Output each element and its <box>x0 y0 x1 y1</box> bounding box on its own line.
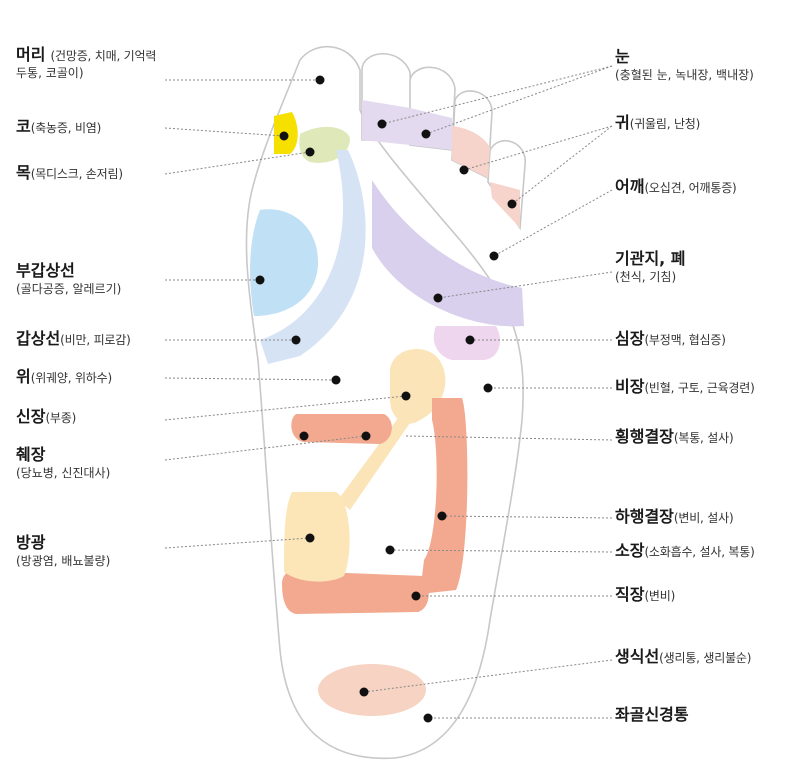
label-shoulder-sub: (오십견, 어깨통증) <box>644 181 737 195</box>
label-heart-sub: (부정맥, 협심증) <box>644 333 726 347</box>
label-ear: 귀(귀울림, 난청) <box>615 113 701 132</box>
label-rectum-main: 직장 <box>615 585 645 604</box>
label-rectum-sub: (변비) <box>644 589 676 603</box>
label-parathyroid-sub: (골다공증, 알레르기) <box>16 282 122 297</box>
label-shoulder-main: 어깨 <box>615 177 645 196</box>
label-stomach-main: 위 <box>16 367 31 386</box>
label-bladder: 방광 (방광염, 배뇨불량) <box>16 533 111 569</box>
label-thyroid: 갑상선(비만, 피로감) <box>16 329 131 348</box>
label-heart-main: 심장 <box>615 329 645 348</box>
label-bladder-main: 방광 <box>16 533 46 552</box>
label-pancreas-sub: (당뇨병, 신진대사) <box>16 466 111 481</box>
label-stomach: 위(위궤양, 위하수) <box>16 367 112 386</box>
label-spleen: 비장(빈혈, 구토, 근육경련) <box>615 377 755 396</box>
ureter <box>338 410 412 510</box>
label-ear-sub: (귀울림, 난청) <box>629 117 701 131</box>
label-parathyroid-main: 부갑상선 <box>16 261 75 280</box>
ear-zone-5 <box>490 182 520 228</box>
label-transverse-colon: 횡행결장(복통, 설사) <box>615 427 734 446</box>
label-kidney-sub: (부종) <box>45 411 77 425</box>
label-lung-sub: (천식, 기침) <box>615 270 677 285</box>
label-neck: 목(목디스크, 손저림) <box>16 163 123 182</box>
label-eye-main: 눈 <box>615 47 630 66</box>
label-ear-main: 귀 <box>615 113 630 132</box>
genital-zone <box>318 664 426 716</box>
label-spleen-main: 비장 <box>615 377 645 396</box>
label-nose-sub: (축농증, 비염) <box>30 121 102 135</box>
label-eye: 눈 (충혈된 눈, 녹내장, 백내장) <box>615 47 754 83</box>
label-shoulder: 어깨(오십견, 어깨통증) <box>615 177 737 196</box>
label-heart: 심장(부정맥, 협심증) <box>615 329 726 348</box>
label-sciatic: 좌골신경통 <box>615 705 689 724</box>
label-sciatic-main: 좌골신경통 <box>615 705 689 724</box>
label-descending-colon-main: 하행결장 <box>615 507 674 526</box>
label-transverse-colon-main: 횡행결장 <box>615 427 674 446</box>
label-pancreas: 췌장 (당뇨병, 신진대사) <box>16 445 111 481</box>
label-nose: 코(축농증, 비염) <box>16 117 102 136</box>
label-small-intestine-sub: (소화흡수, 설사, 복통) <box>644 545 755 559</box>
label-bladder-sub: (방광염, 배뇨불량) <box>16 554 111 569</box>
zone-dots <box>255 75 517 723</box>
label-neck-main: 목 <box>16 163 31 182</box>
label-neck-sub: (목디스크, 손저림) <box>30 167 123 181</box>
label-spleen-sub: (빈혈, 구토, 근육경련) <box>644 381 755 395</box>
bladder-zone <box>284 492 350 582</box>
eye-zone <box>362 100 452 150</box>
label-transverse-colon-sub: (복통, 설사) <box>673 431 734 445</box>
label-head-main: 머리 <box>16 45 46 64</box>
lung-band <box>372 180 524 327</box>
label-genital-sub: (생리통, 생리불순) <box>659 651 752 665</box>
label-head: 머리 (건망증, 치매, 기억력 두통, 코골이) <box>16 45 157 81</box>
label-thyroid-sub: (비만, 피로감) <box>60 333 131 347</box>
label-pancreas-main: 췌장 <box>16 445 46 464</box>
label-head-sub2: 두통, 코골이) <box>16 66 84 81</box>
label-lung: 기관지, 폐 (천식, 기침) <box>615 249 686 285</box>
leader-lines-right <box>363 65 613 719</box>
label-small-intestine: 소장(소화흡수, 설사, 복통) <box>615 541 755 560</box>
label-descending-colon: 하행결장(변비, 설사) <box>615 507 734 526</box>
ascending-descending-colon <box>420 398 468 594</box>
label-genital: 생식선(생리통, 생리불순) <box>615 647 752 666</box>
thyroid-band <box>260 150 366 364</box>
label-descending-colon-sub: (변비, 설사) <box>673 511 734 525</box>
label-thyroid-main: 갑상선 <box>16 329 61 348</box>
label-head-sub: (건망증, 치매, 기억력 <box>50 49 157 63</box>
label-small-intestine-main: 소장 <box>615 541 645 560</box>
label-rectum: 직장(변비) <box>615 585 676 604</box>
label-kidney: 신장(부종) <box>16 407 77 426</box>
parathyroid-zone <box>250 209 318 316</box>
label-eye-sub: (충혈된 눈, 녹내장, 백내장) <box>615 68 754 83</box>
label-kidney-main: 신장 <box>16 407 46 426</box>
kidney-zone <box>390 349 446 424</box>
label-lung-main: 기관지, 폐 <box>615 249 686 268</box>
label-genital-main: 생식선 <box>615 647 660 666</box>
leader-lines-left <box>164 79 407 549</box>
label-stomach-sub: (위궤양, 위하수) <box>30 371 112 385</box>
label-parathyroid: 부갑상선 (골다공증, 알레르기) <box>16 261 122 297</box>
label-nose-main: 코 <box>16 117 31 136</box>
